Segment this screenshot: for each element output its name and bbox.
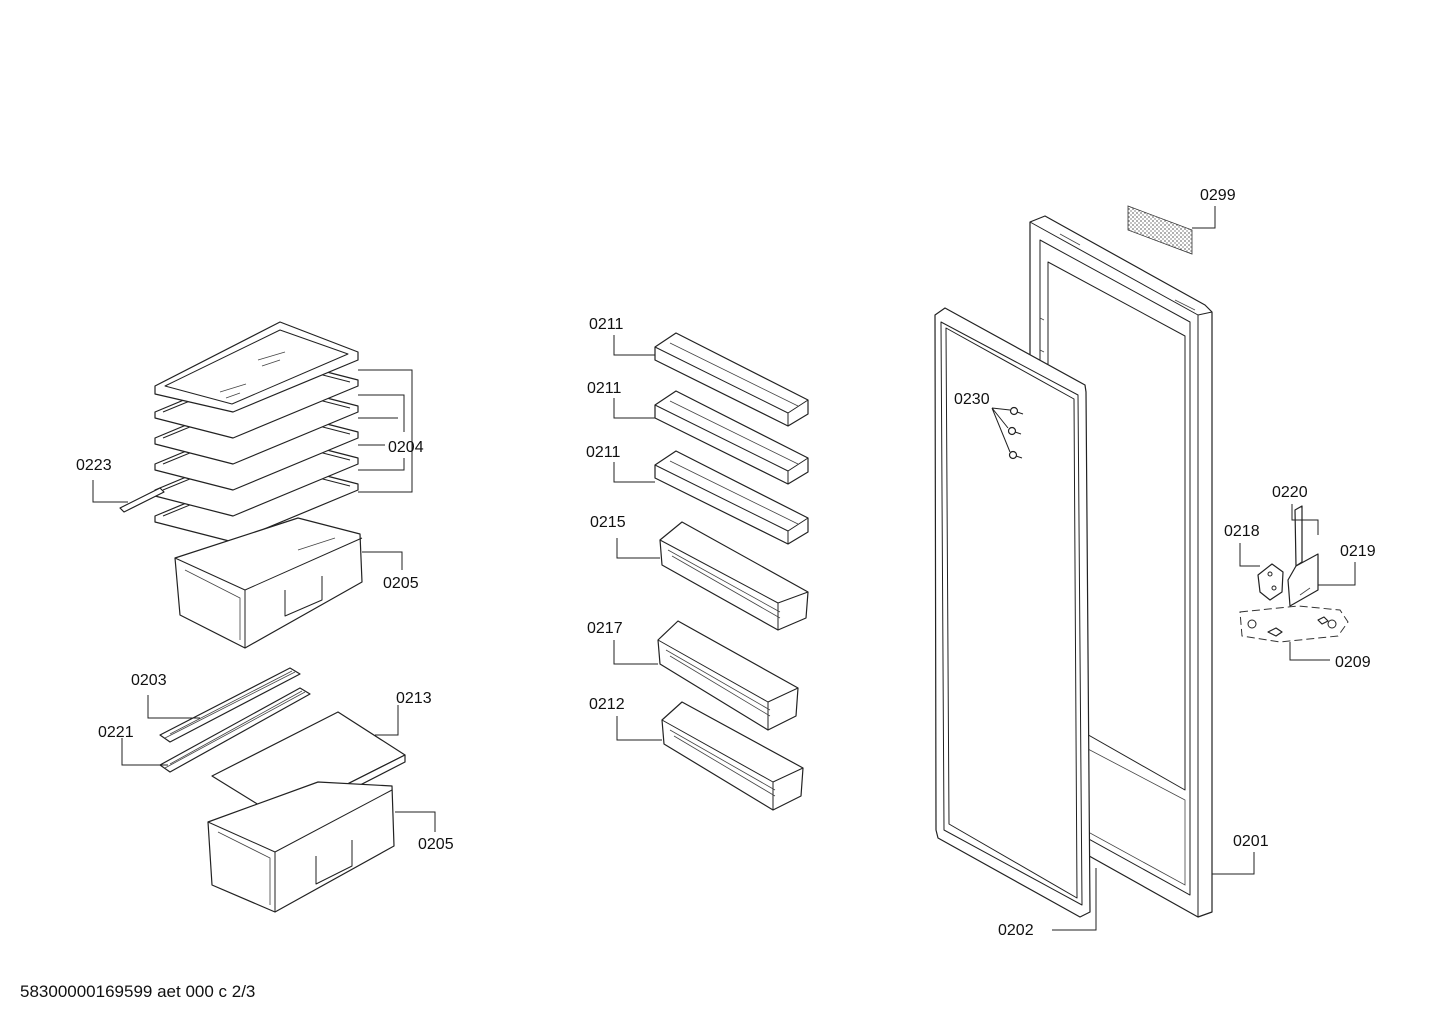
bottle-grille-0203 [159, 667, 301, 743]
label-0220: 0220 [1272, 484, 1308, 501]
label-0218: 0218 [1224, 523, 1260, 540]
label-0201: 0201 [1233, 833, 1269, 850]
glass-shelves-stack [154, 321, 359, 543]
vegetable-drawer-upper [174, 517, 363, 649]
label-0213: 0213 [396, 690, 432, 707]
door-gasket [934, 307, 1091, 918]
hinge-plate-0218 [1257, 563, 1284, 601]
label-0203: 0203 [131, 672, 167, 689]
label-0221: 0221 [98, 724, 134, 741]
hinge-bracket-0220 [1287, 505, 1319, 607]
door-shelf-0217 [657, 620, 799, 731]
door-shelf-0215 [659, 521, 809, 631]
door-shelf-0211-lower [654, 450, 809, 545]
label-0211-top: 0211 [589, 316, 624, 333]
label-0219: 0219 [1340, 543, 1376, 560]
leader-0204 [358, 369, 413, 493]
label-pad-0299 [1127, 205, 1193, 255]
door-shelf-0212 [661, 701, 804, 811]
label-0209: 0209 [1335, 654, 1371, 671]
label-0299: 0299 [1200, 187, 1236, 204]
label-0217: 0217 [587, 620, 623, 637]
label-0204: 0204 [388, 439, 424, 456]
label-0202: 0202 [998, 922, 1034, 939]
hinge-base-0209 [1239, 605, 1349, 643]
label-0212: 0212 [589, 696, 625, 713]
label-0223: 0223 [76, 457, 112, 474]
label-0211-lower: 0211 [586, 444, 621, 461]
screws-0230 [991, 406, 1024, 460]
label-0215: 0215 [590, 514, 626, 531]
label-0205-lower: 0205 [418, 836, 454, 853]
label-0211-middle: 0211 [587, 380, 622, 397]
door-shelf-0211-top [654, 332, 809, 427]
bottle-grille-0221 [159, 687, 311, 773]
label-0205-upper: 0205 [383, 575, 419, 592]
label-0230: 0230 [954, 391, 990, 408]
shelf-edge-strip [119, 487, 165, 513]
document-code: 58300000169599 aet 000 c 2/3 [20, 982, 255, 1001]
vegetable-drawer-lower [207, 781, 395, 913]
